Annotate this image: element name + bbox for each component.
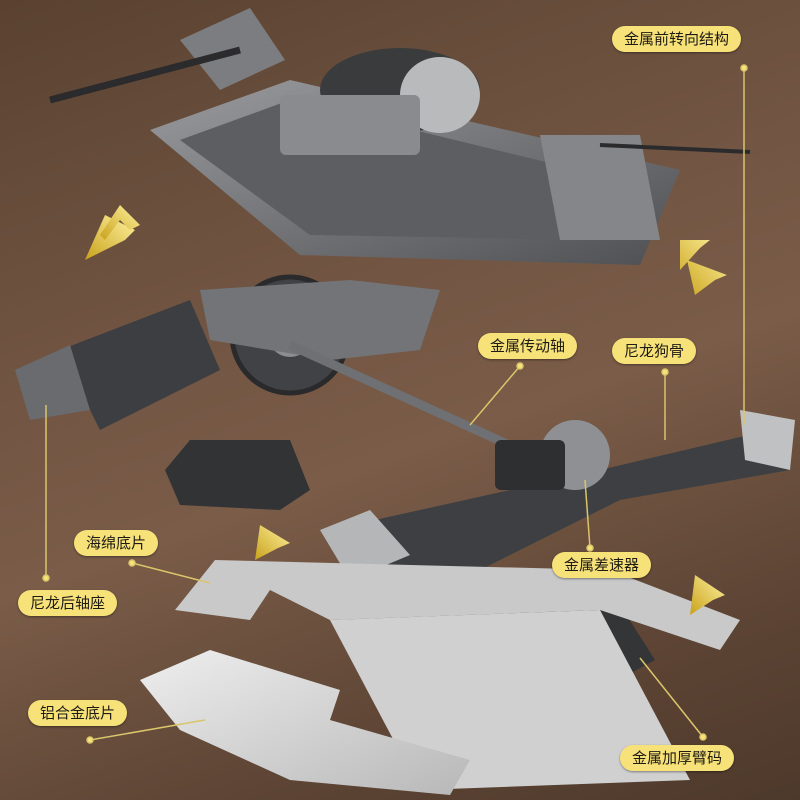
- rear-arm-mount: [165, 440, 310, 510]
- callout-lines: [42, 64, 748, 744]
- label-differential: 金属差速器: [552, 552, 652, 578]
- rear-axle-assembly: [15, 274, 522, 455]
- sponge-pad: [175, 560, 740, 650]
- alloy-plate: [140, 650, 470, 795]
- label-drive-shaft: 金属传动轴: [478, 333, 578, 359]
- label-arm-mount: 金属加厚臂码: [620, 745, 735, 771]
- chevron-arrow-icons: [85, 205, 727, 615]
- front-axle-assembly: [320, 410, 795, 600]
- label-rear-hub: 尼龙后轴座: [18, 590, 118, 616]
- label-alloy-plate: 铝合金底片: [28, 700, 128, 726]
- label-front-steering: 金属前转向结构: [612, 26, 742, 52]
- label-sponge-pad: 海绵底片: [74, 530, 159, 556]
- label-dogbone: 尼龙狗骨: [612, 338, 697, 364]
- assembled-chassis: [49, 8, 751, 265]
- sponge-pad-lower: [330, 610, 690, 790]
